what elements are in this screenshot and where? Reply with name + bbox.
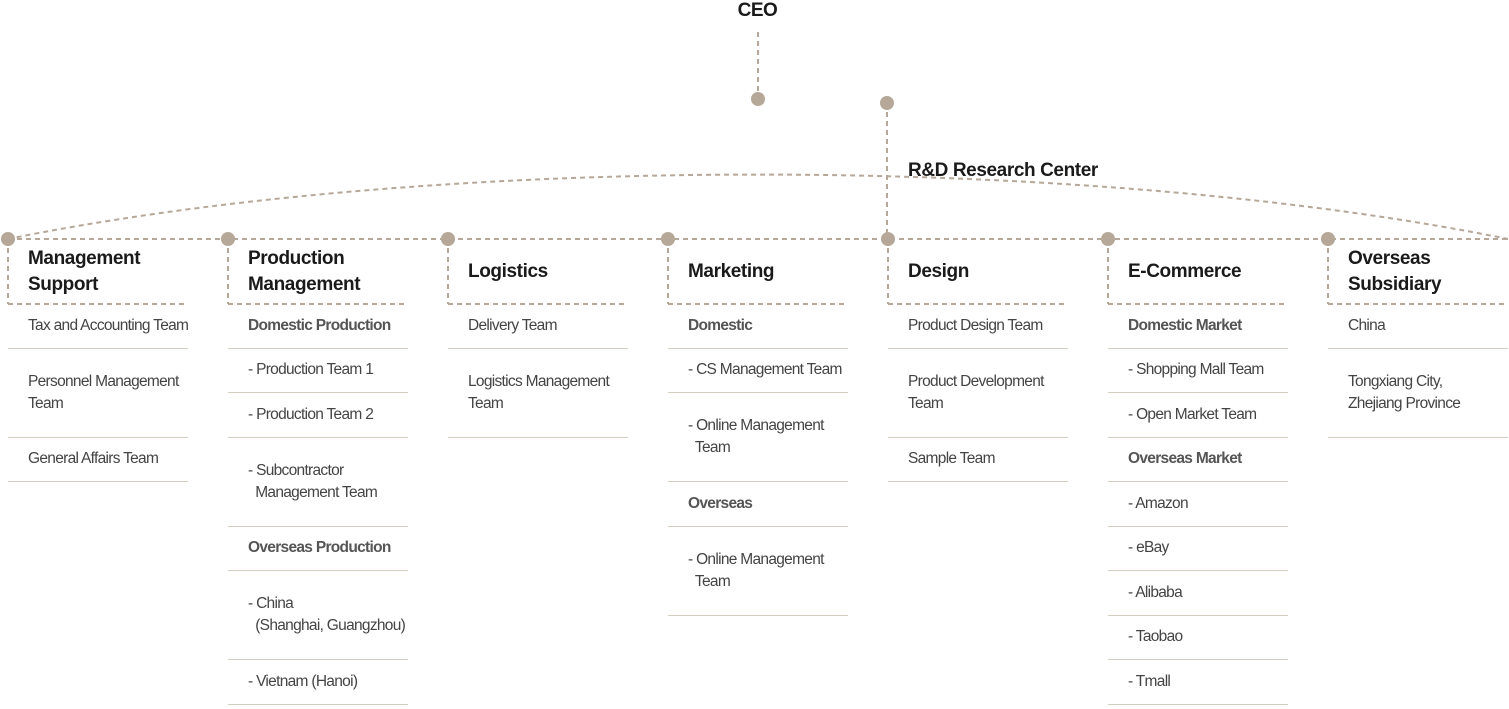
team-group-heading: Domestic Market [1108,304,1288,349]
team-item: - Subcontractor Management Team [228,438,408,527]
team-item: Product Development Team [888,349,1068,438]
team-item: General Affairs Team [8,438,188,482]
node-dot [1101,232,1115,246]
ceo-label: CEO [737,0,778,21]
team-group-heading: Overseas [668,482,848,527]
rnd-center-label: R&D Research Center [908,160,1098,181]
team-item: - Online Management Team [668,527,848,616]
node-dot [221,232,235,246]
team-item: - Alibaba [1108,571,1288,616]
team-item: - Shopping Mall Team [1108,349,1288,393]
node-dot [661,232,675,246]
department-title: Marketing [688,260,775,282]
team-item: - Taobao [1108,616,1288,660]
team-item: Sample Team [888,438,1068,482]
department-title: Overseas Subsidiary [1348,247,1442,295]
team-item: - Vietnam (Hanoi) [228,660,408,705]
team-item: - Online Management Team [668,393,848,482]
team-item: - CS Management Team [668,349,848,393]
team-item: Personnel Management Team [8,349,188,438]
team-group-heading: Domestic [668,304,848,349]
department-title: Logistics [468,260,548,282]
team-item: Tongxiang City, Zhejiang Province [1328,349,1508,438]
team-item: - Production Team 1 [228,349,408,393]
team-item: Tax and Accounting Team [8,304,189,349]
node-dot [1321,232,1335,246]
team-item: - Tmall [1108,660,1288,705]
team-item: Delivery Team [448,304,628,349]
team-item: China [1328,304,1508,349]
team-item: Product Design Team [888,304,1068,349]
department-title: Management Support [28,247,141,295]
department-title: Design [908,260,969,282]
arc-connector [7,173,1509,240]
team-item: - China (Shanghai, Guangzhou) [228,571,408,660]
department-title: E-Commerce [1128,260,1242,282]
node-dot [441,232,455,246]
team-group-heading: Domestic Production [228,304,408,349]
department-title: Production Management [248,247,361,295]
team-item: - Open Market Team [1108,393,1288,438]
node-dot [1,232,15,246]
team-item: - Production Team 2 [228,393,408,438]
node-dot [881,232,895,246]
team-item: - Amazon [1108,482,1288,527]
team-group-heading: Overseas Market [1108,438,1288,482]
team-item: - eBay [1108,527,1288,571]
ceo-node-dot [751,92,765,106]
rnd-node-dot [880,96,894,110]
team-group-heading: Overseas Production [228,527,408,571]
team-item: Logistics Management Team [448,349,628,438]
